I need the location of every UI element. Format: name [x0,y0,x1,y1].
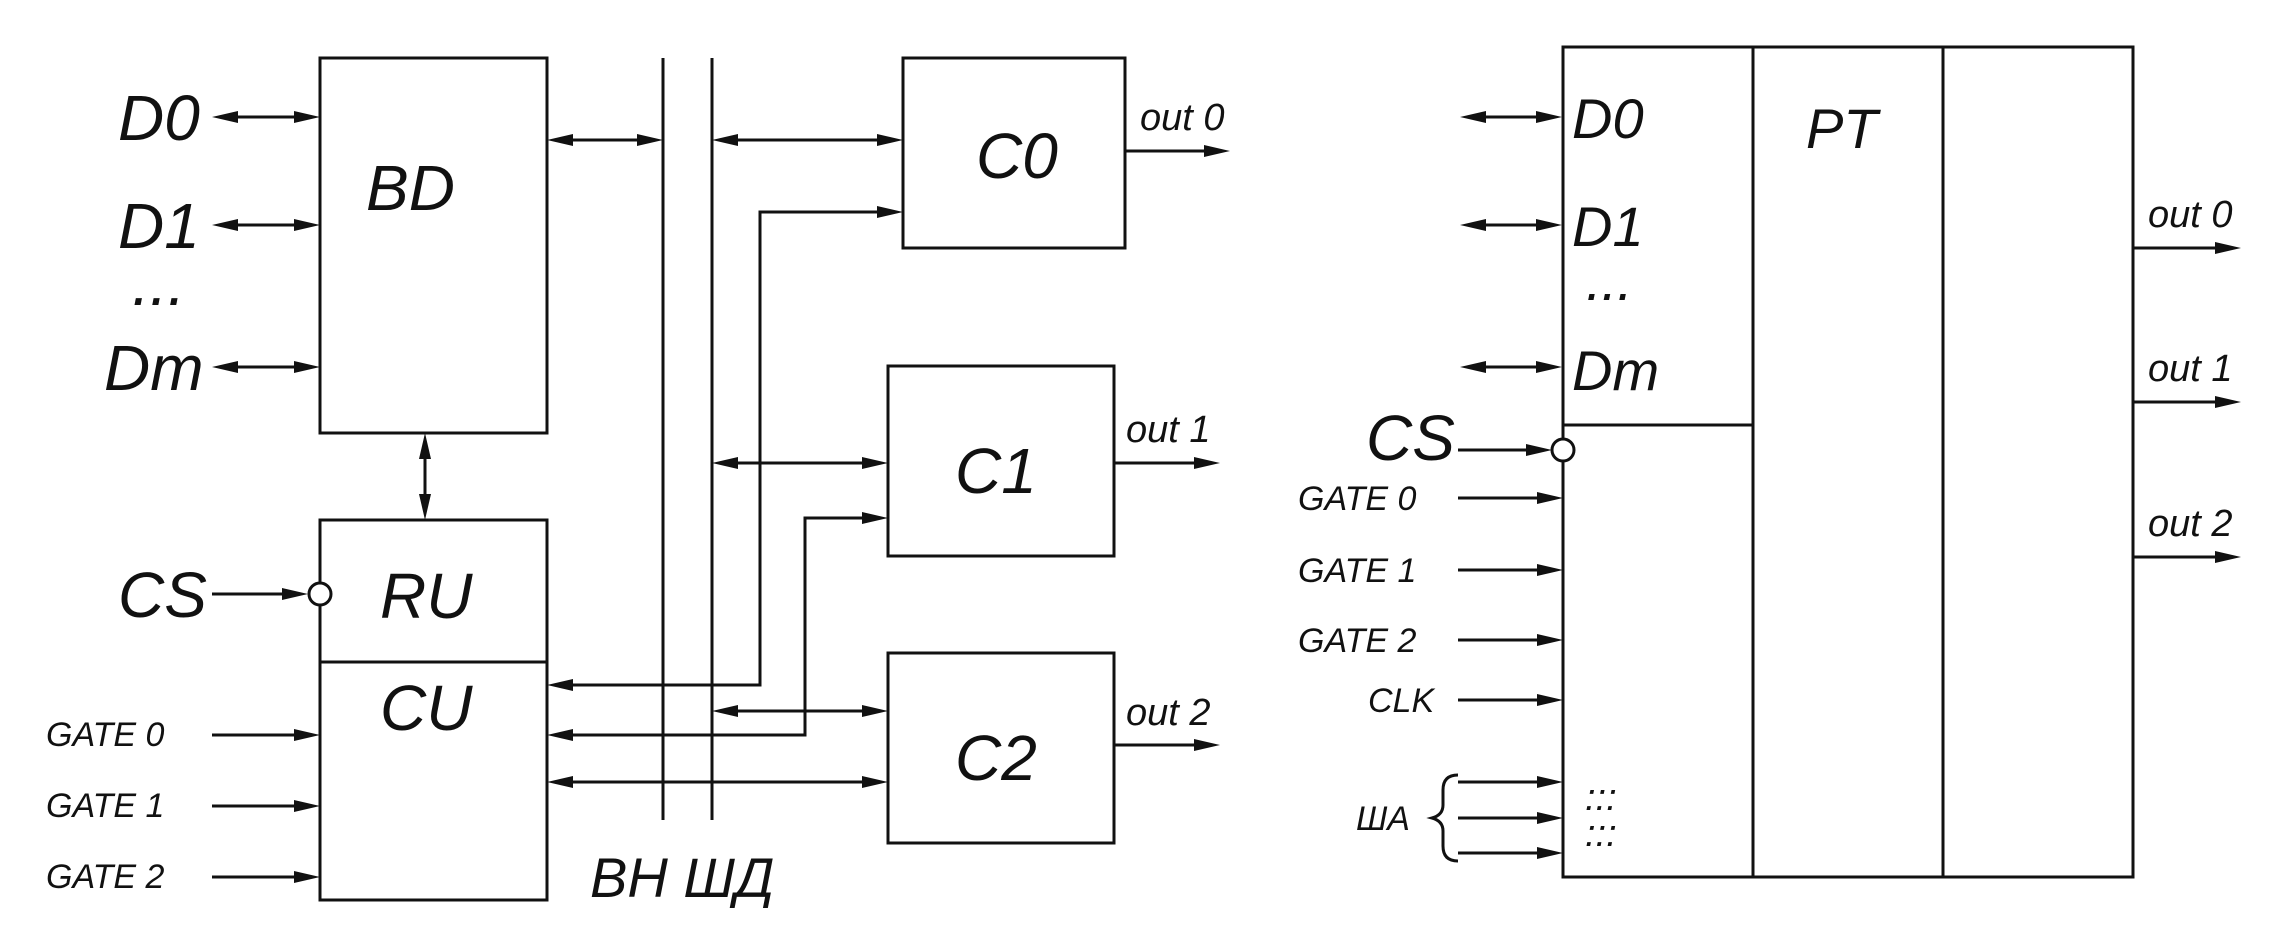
pt-dots-label: ... [1586,249,1633,312]
d1-label: D1 [118,190,200,262]
c1-label: C1 [955,435,1037,507]
pt-address-dots-1: ::: [1585,777,1617,819]
pt-clk-label: CLK [1368,682,1435,720]
pt-gate2-label: GATE 2 [1298,622,1416,660]
bus-c2-arrow [712,705,888,717]
gate2-label: GATE 2 [46,858,164,896]
dots-label: ... [132,247,185,319]
c0-block [901,56,1127,250]
ru-cu-block [318,518,549,902]
c1-block [886,364,1116,558]
pt-out2-arrow [2133,551,2241,563]
d1-arrow [212,219,320,231]
pt-dm-label: Dm [1572,339,1659,402]
out2-label: out 2 [1126,692,1211,734]
d0-label: D0 [118,82,200,154]
out1-label: out 1 [1126,409,1211,451]
cu-c2-arrow [547,776,888,788]
gate1-input [212,800,320,812]
dm-label: Dm [104,332,204,404]
pt-out2-label: out 2 [2148,503,2233,545]
bd-bus-arrow [547,134,663,146]
cu-c0-line [547,206,903,691]
pt-out1-arrow [2133,396,2241,408]
pt-gate1-label: GATE 1 [1298,552,1416,590]
out1-arrow [1114,457,1220,469]
pt-d1-label: D1 [1572,195,1644,258]
bus-c0-arrow [712,134,903,146]
out0-arrow [1125,145,1230,157]
left-diagram: D0 D1 ... Dm CS GATE 0 GATE 1 GATE 2 BD … [46,56,1230,909]
c2-label: C2 [955,722,1037,794]
pt-gate2-input [1458,634,1563,646]
ru-label: RU [380,560,473,632]
right-diagram: D0 D1 ... Dm PT CS GATE 0 GATE 1 GATE 2 … [1298,45,2241,879]
pt-gate0-label: GATE 0 [1298,480,1416,518]
c2-block [886,651,1116,845]
gate0-label: GATE 0 [46,716,164,754]
pt-sha-label: ША [1356,800,1410,838]
pt-d0-label: D0 [1572,87,1644,150]
pt-address-brace [1426,773,1459,863]
out0-label: out 0 [1140,97,1225,139]
bus-c1-arrow [712,457,888,469]
d0-arrow [212,111,320,123]
pt-cs-input [1458,437,1576,463]
pt-dm-arrow [1460,361,1562,373]
bus-label: ВН ШД [590,846,774,909]
gate2-input [212,871,320,883]
pt-cs-label: CS [1366,402,1455,474]
pt-d1-arrow [1460,219,1562,231]
pt-gate0-input [1458,492,1563,504]
pt-label: PT [1806,97,1881,160]
pt-out1-label: out 1 [2148,348,2233,390]
pt-out0-arrow [2133,242,2241,254]
bd-block [318,56,549,435]
cu-label: CU [380,672,473,744]
cs-label: CS [118,559,207,631]
cs-input [212,581,333,607]
c0-label: C0 [976,120,1058,192]
pt-out0-label: out 0 [2148,194,2233,236]
cu-c1-line [547,512,888,741]
pt-outer-block [1561,45,2135,879]
gate1-label: GATE 1 [46,787,164,825]
bd-label: BD [366,152,455,224]
out2-arrow [1114,739,1220,751]
pt-address-dots-2: ::: [1585,813,1617,855]
pt-gate1-input [1458,564,1563,576]
pt-clk-input [1458,694,1563,706]
pt-address-inputs [1458,776,1563,859]
dm-arrow [212,361,320,373]
gate0-input [212,729,320,741]
bd-ru-arrow [419,433,431,520]
pt-d0-arrow [1460,111,1562,123]
